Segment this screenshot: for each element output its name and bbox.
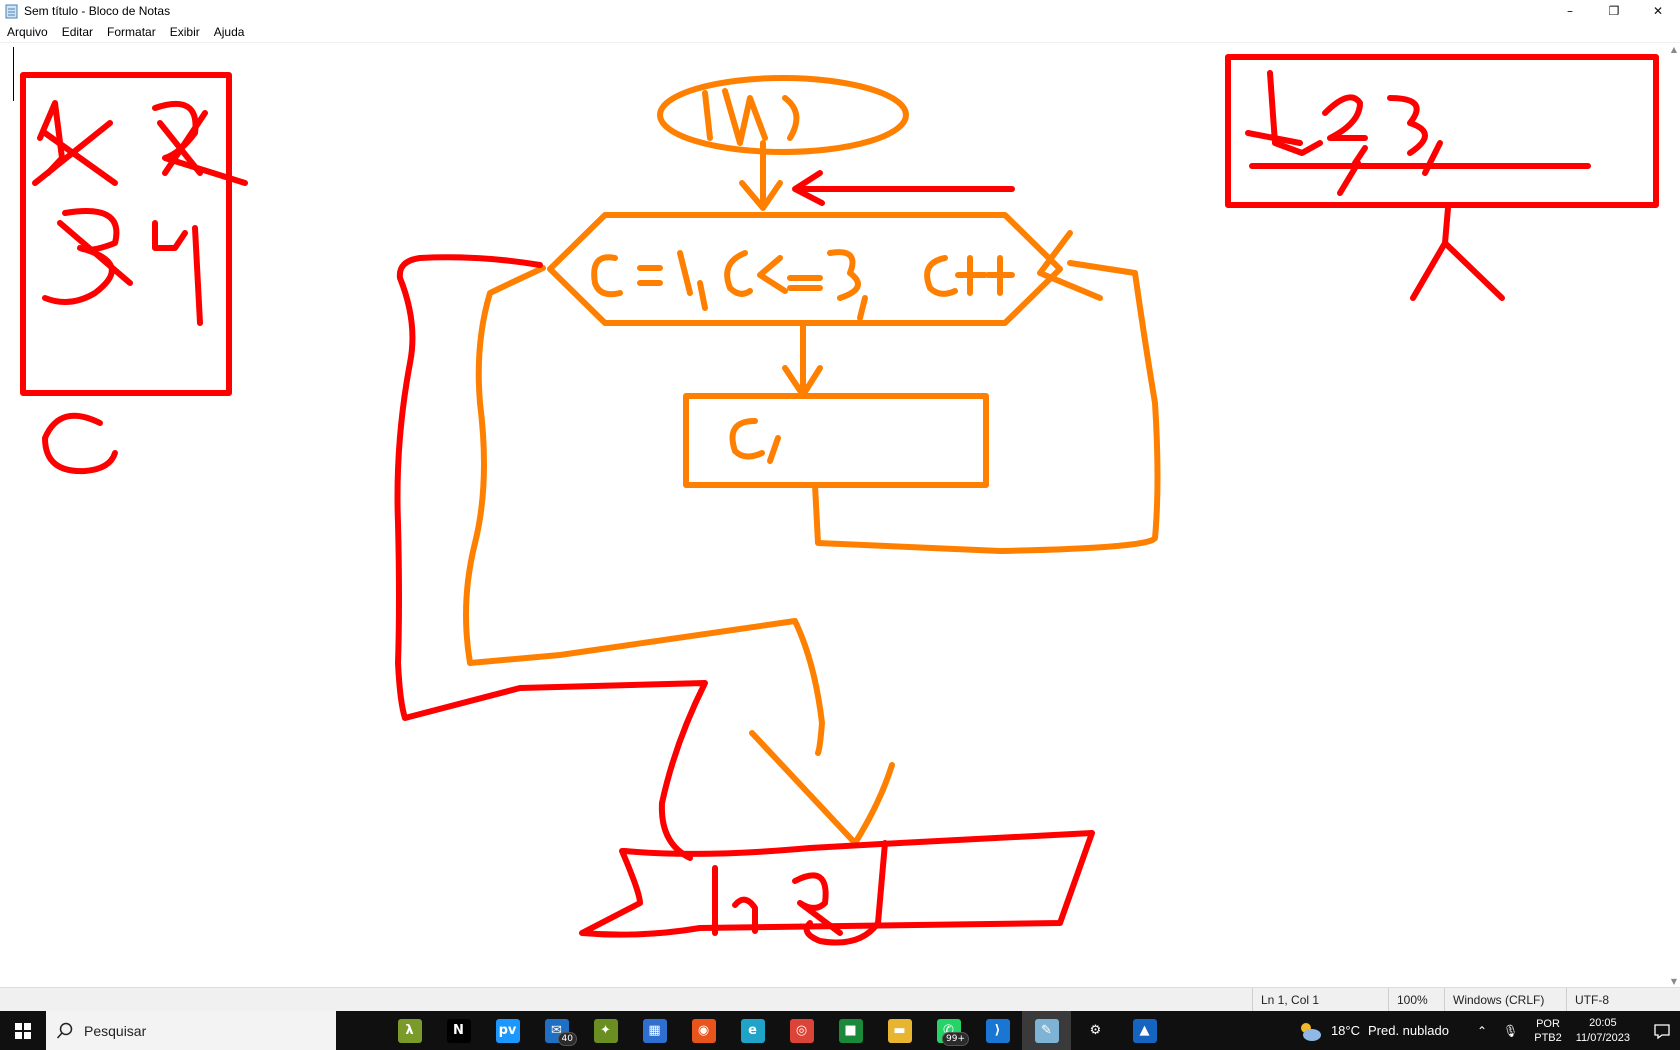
end-shape	[579, 830, 1095, 946]
vertical-scrollbar[interactable]: ▲ ▼	[1666, 43, 1680, 988]
taskbar-app-10[interactable]: ■	[826, 1011, 875, 1050]
window-title: Sem título - Bloco de Notas	[24, 4, 171, 18]
minimize-button[interactable]: –	[1567, 4, 1573, 18]
variable-c-label	[42, 412, 118, 475]
cursor-position: Ln 1, Col 1	[1252, 988, 1388, 1012]
system-tray: 18°C Pred. nublado ⌃ 🎙 POR PTB2 20:05 11…	[1297, 1011, 1680, 1050]
maximize-button[interactable]: ❐	[1608, 4, 1620, 18]
close-button[interactable]: ✕	[1652, 4, 1664, 18]
scroll-down-icon[interactable]: ▼	[1670, 977, 1677, 986]
edge-icon: e	[740, 1018, 765, 1043]
taskbar-app-11[interactable]: ▬	[875, 1011, 924, 1050]
output-box	[683, 393, 989, 488]
taskbar-app-12[interactable]: ✆99+	[924, 1011, 973, 1050]
taskbar-app-9[interactable]: ◎	[777, 1011, 826, 1050]
menu-formatar[interactable]: Formatar	[107, 25, 156, 39]
taskbar-app-2[interactable]: N	[434, 1011, 483, 1050]
stick-figure	[1410, 205, 1505, 301]
taskbar-app-1[interactable]: λ	[385, 1011, 434, 1050]
notification-badge: 40	[557, 1032, 577, 1046]
weather-description: Pred. nublado	[1367, 1023, 1449, 1038]
loop-back-path-right	[812, 260, 1161, 554]
start-oval	[657, 75, 909, 155]
start-button[interactable]	[0, 1011, 46, 1050]
loop-return-arrow	[792, 170, 1015, 206]
encoding: UTF-8	[1566, 988, 1666, 1012]
search-placeholder: Pesquisar	[84, 1022, 147, 1039]
taskbar-app-16[interactable]: ▲	[1120, 1011, 1169, 1050]
notification-icon[interactable]	[1644, 1022, 1680, 1040]
menu-exibir[interactable]: Exibir	[169, 25, 200, 39]
vscode-icon: ⟩	[985, 1018, 1010, 1043]
zoom-level: 100%	[1388, 988, 1444, 1012]
file-explorer-icon: ▬	[887, 1018, 912, 1043]
exit-arrowhead	[749, 730, 895, 846]
task-view-icon	[348, 1018, 373, 1043]
left-memory-box	[20, 72, 248, 396]
notepad-icon: ✎	[1034, 1018, 1059, 1043]
text-editor-area[interactable]: ▲ ▼	[0, 42, 1680, 988]
taskbar-app-4[interactable]: ✉40	[532, 1011, 581, 1050]
taskbar-app-5[interactable]: ✦	[581, 1011, 630, 1050]
notepad-icon	[5, 4, 18, 19]
red-exit-path	[394, 254, 708, 861]
taskbar-app-0[interactable]	[336, 1011, 385, 1050]
window-controls: – ❐ ✕	[1548, 0, 1680, 22]
taskbar-app-6[interactable]: ▦	[630, 1011, 679, 1050]
weather-temp: 18°C	[1330, 1023, 1360, 1038]
weather-widget[interactable]: 18°C Pred. nublado	[1297, 1020, 1449, 1042]
photos-icon: ▲	[1132, 1018, 1157, 1043]
language-line2: PTB2	[1534, 1031, 1562, 1044]
clock-date: 11/07/2023	[1575, 1031, 1630, 1044]
chevron-up-icon[interactable]: ⌃	[1476, 1023, 1487, 1038]
loop-exit-path-left	[463, 265, 825, 756]
taskbar-app-14[interactable]: ✎	[1022, 1011, 1071, 1050]
search-icon	[56, 1022, 73, 1039]
taskbar-app-3[interactable]: pv	[483, 1011, 532, 1050]
notification-badge: 99+	[942, 1032, 969, 1046]
clock-time: 20:05	[1589, 1016, 1617, 1029]
loop-hexagon	[547, 212, 1103, 326]
lambda-app-icon: λ	[397, 1018, 422, 1043]
clock[interactable]: 20:05 11/07/2023	[1576, 1016, 1630, 1046]
settings-icon: ⚙	[1083, 1018, 1108, 1043]
taskbar-app-7[interactable]: ◉	[679, 1011, 728, 1050]
output-result-box	[1225, 54, 1659, 208]
line-ending: Windows (CRLF)	[1444, 988, 1566, 1012]
hand-drawn-flowchart	[20, 54, 1659, 946]
text-caret	[13, 47, 14, 101]
scroll-up-icon[interactable]: ▲	[1670, 45, 1677, 54]
arrow-start-to-loop	[739, 140, 783, 211]
store-icon: ▦	[642, 1018, 667, 1043]
language-indicator[interactable]: POR PTB2	[1534, 1017, 1562, 1045]
arrow-loop-to-output	[782, 322, 823, 398]
status-bar: Ln 1, Col 1 100% Windows (CRLF) UTF-8	[0, 987, 1680, 1012]
chrome-icon: ◎	[789, 1018, 814, 1043]
game-app-icon: ✦	[593, 1018, 618, 1043]
menu-ajuda[interactable]: Ajuda	[213, 25, 245, 39]
netflix-icon: N	[446, 1018, 471, 1043]
firefox-icon: ◉	[691, 1018, 716, 1043]
cloudy-weather-icon	[1300, 1022, 1321, 1041]
taskbar-app-8[interactable]: e	[728, 1011, 777, 1050]
taskbar-app-15[interactable]: ⚙	[1071, 1011, 1120, 1050]
prime-video-icon: pv	[495, 1018, 520, 1043]
green-app-icon: ■	[838, 1018, 863, 1043]
menu-arquivo[interactable]: Arquivo	[7, 25, 48, 39]
title-bar: Sem título - Bloco de Notas – ❐ ✕	[0, 0, 1680, 22]
microphone-icon[interactable]: 🎙	[1503, 1023, 1519, 1038]
windows-icon	[15, 1022, 31, 1039]
taskbar-app-13[interactable]: ⟩	[973, 1011, 1022, 1050]
menu-bar: Arquivo Editar Formatar Exibir Ajuda	[0, 22, 251, 42]
language-line1: POR	[1536, 1017, 1560, 1030]
taskbar-search[interactable]: Pesquisar	[46, 1011, 336, 1050]
menu-editar[interactable]: Editar	[61, 25, 94, 39]
